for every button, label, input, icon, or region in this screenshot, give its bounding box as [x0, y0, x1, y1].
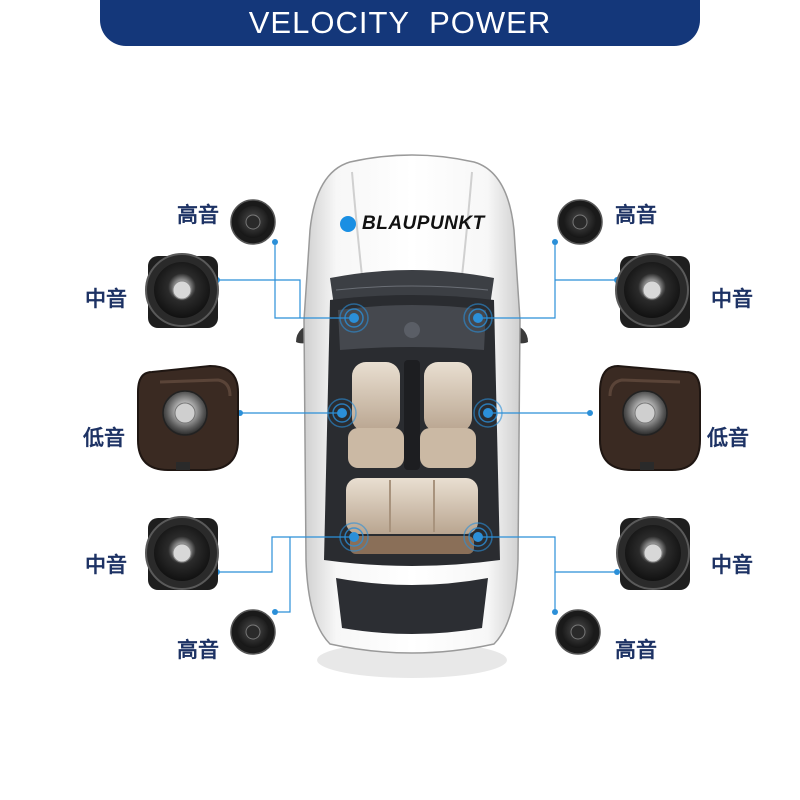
- connector-lines: [217, 242, 617, 613]
- label-midrange-rear-left: 中音: [85, 553, 127, 577]
- label-midrange-rear-right: 中音: [711, 553, 753, 577]
- brand-name: BLAUPUNKT: [362, 213, 485, 234]
- label-midrange-front-left: 中音: [85, 287, 127, 311]
- label-midrange-front-right: 中音: [711, 287, 753, 311]
- label-woofer-right: 低音: [707, 426, 749, 450]
- banner-title: VELOCITY POWER: [248, 5, 552, 40]
- marker-front-right: [463, 303, 493, 333]
- marker-rear-left: [339, 522, 369, 552]
- midrange-front-right-icon: [615, 253, 690, 328]
- midrange-front-left-icon: [145, 253, 219, 328]
- brand-dot-icon: [340, 216, 356, 232]
- header-banner: VELOCITY POWER: [100, 0, 700, 46]
- marker-mid-left: [327, 398, 357, 428]
- speaker-markers: [327, 303, 503, 552]
- label-tweeter-rear-right: 高音: [615, 638, 657, 662]
- label-tweeter-front-left: 高音: [177, 203, 219, 227]
- woofer-right-icon: [599, 364, 701, 471]
- label-woofer-left: 低音: [83, 426, 125, 450]
- label-tweeter-front-right: 高音: [615, 203, 657, 227]
- brand-logo: BLAUPUNKT: [340, 213, 485, 235]
- label-tweeter-rear-left: 高音: [177, 638, 219, 662]
- front-left-seat: [352, 362, 400, 432]
- midrange-rear-left-icon: [145, 516, 219, 590]
- marker-mid-right: [473, 398, 503, 428]
- woofer-left-icon: [137, 364, 239, 471]
- rear-seat: [346, 478, 478, 534]
- marker-front-left: [339, 303, 369, 333]
- marker-rear-right: [463, 522, 493, 552]
- midrange-rear-right-icon: [616, 516, 690, 590]
- tweeter-rear-right-icon: [555, 609, 601, 655]
- tweeter-rear-left-icon: [230, 609, 276, 655]
- tweeter-front-left-icon: [230, 199, 276, 245]
- front-right-seat: [424, 362, 472, 432]
- tweeter-front-right-icon: [557, 199, 603, 245]
